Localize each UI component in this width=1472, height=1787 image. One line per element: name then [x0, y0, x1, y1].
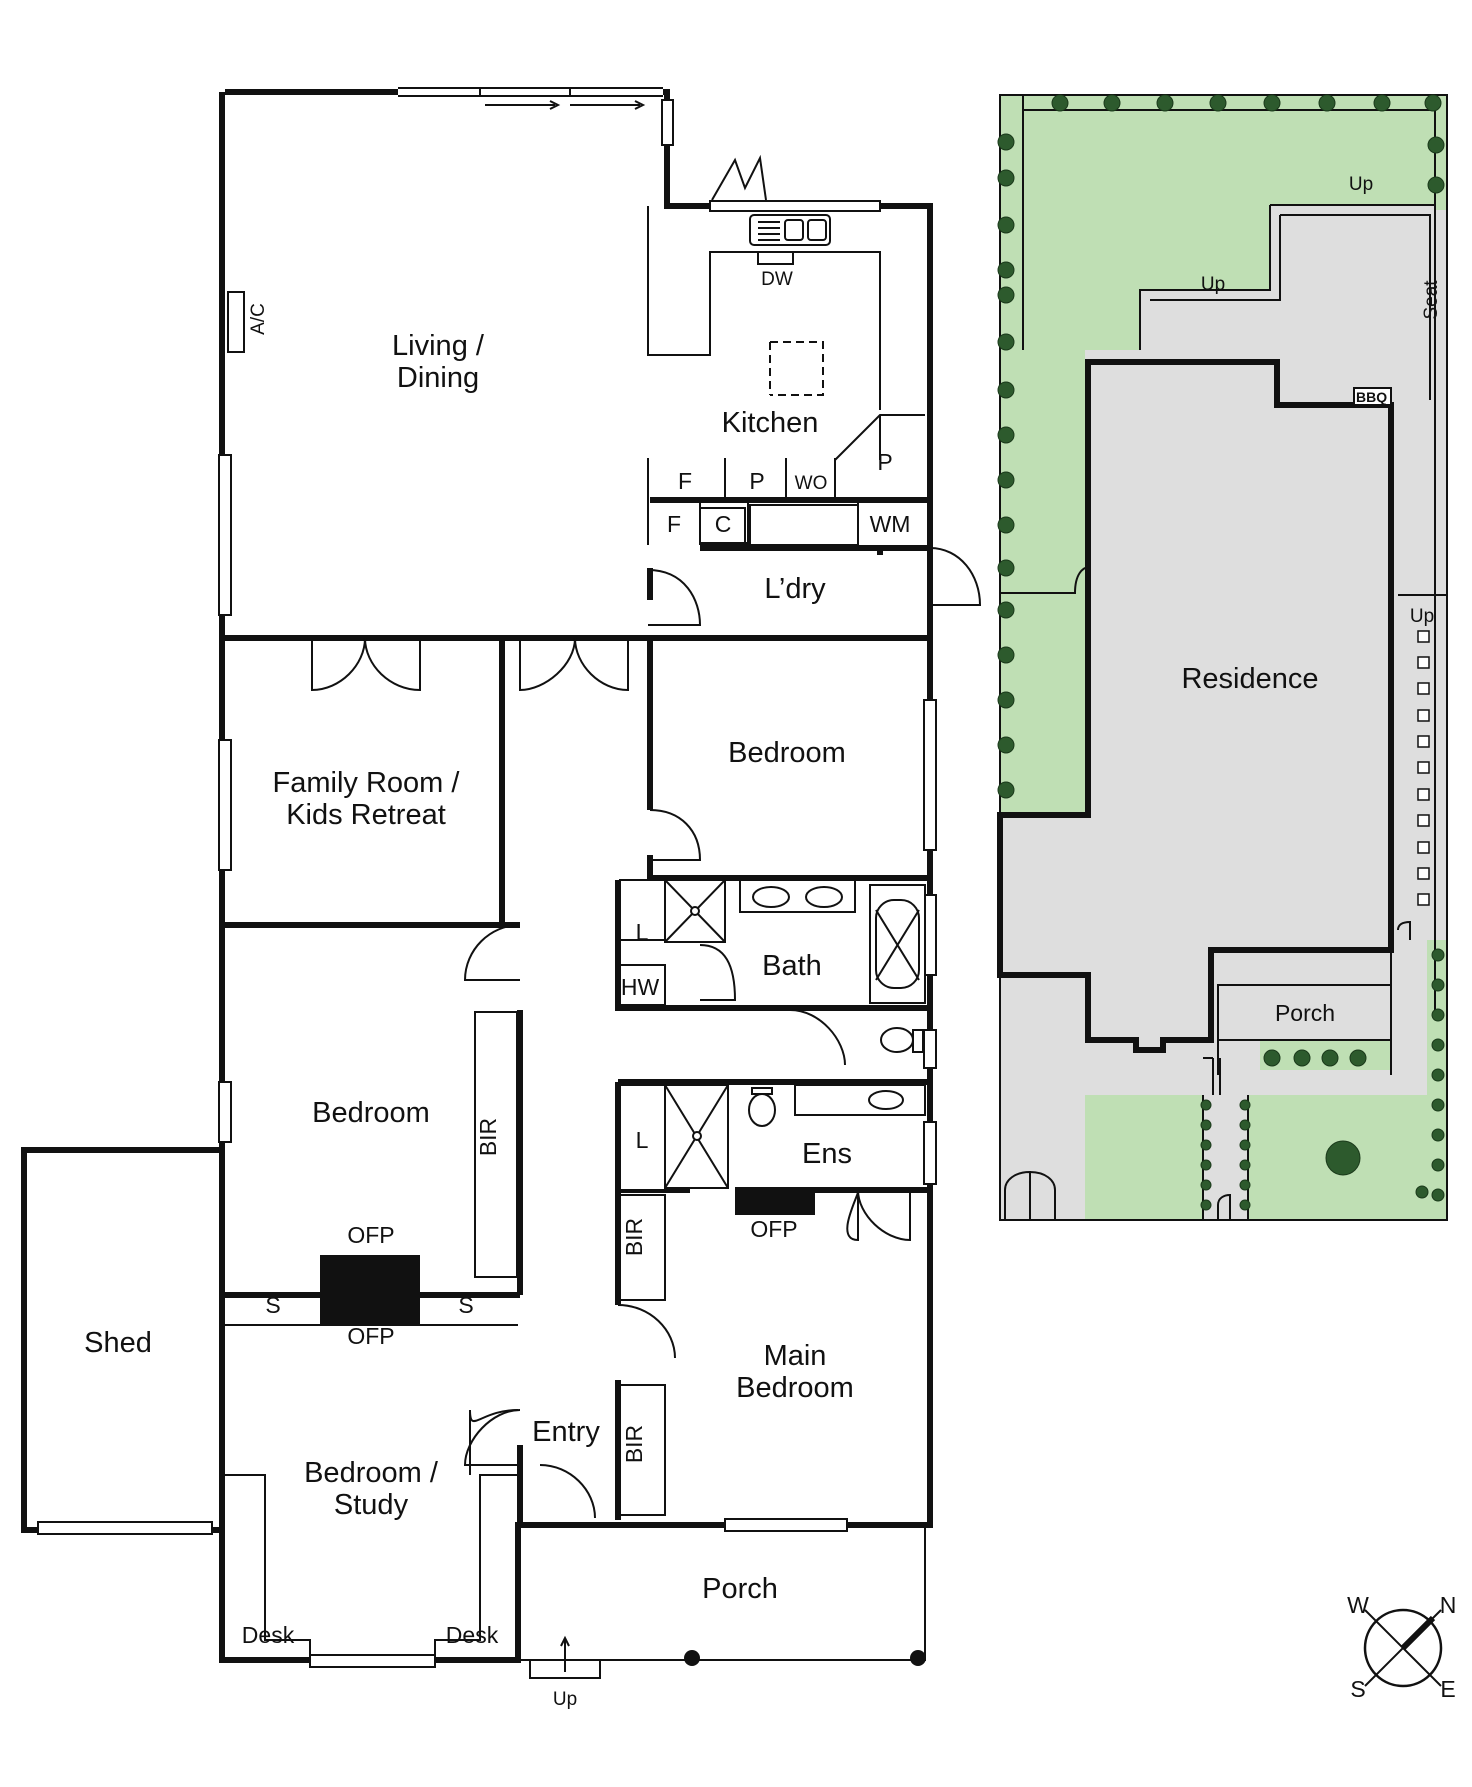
linen-label-1: L: [636, 919, 649, 945]
tree-row-east: [1431, 948, 1445, 1202]
family-room-label: Family Room /: [273, 767, 461, 799]
main-bedroom-label: Bedroom: [736, 1372, 854, 1404]
seat-label: Seat: [1421, 280, 1442, 320]
ofp-label-2: OFP: [347, 1323, 394, 1349]
study-label-2: Study: [334, 1489, 409, 1521]
pantry-label-1: P: [749, 468, 764, 494]
fridge-label-2: F: [667, 511, 681, 537]
up-label-2: Up: [1201, 274, 1225, 295]
main-label: Main: [764, 1340, 827, 1372]
door-arcs: [311, 547, 982, 1519]
tree-row-west: [997, 133, 1015, 799]
entry-label: Entry: [532, 1416, 600, 1448]
hedge-front: [1200, 1049, 1429, 1211]
compass-e: E: [1440, 1676, 1455, 1702]
deck-inner: [1150, 214, 1431, 400]
front-path: [1203, 1057, 1221, 1095]
shed-label: Shed: [84, 1327, 152, 1359]
bir-label-3: BIR: [621, 1425, 647, 1463]
garden-front-left: [1085, 1095, 1203, 1220]
deck-outline: [1139, 204, 1436, 1010]
bifold-door: [711, 154, 767, 201]
porch-label: Porch: [702, 1573, 778, 1605]
side-gate-arc: [1217, 1193, 1231, 1220]
site-plan: BBQ: [997, 94, 1448, 1221]
bedroom-left-label: Bedroom: [312, 1097, 430, 1129]
fireplace-double: [320, 1255, 420, 1325]
windows: [218, 86, 937, 1668]
dining-label: Dining: [397, 362, 479, 394]
hot-water-label: HW: [621, 974, 660, 1000]
ac-label: A/C: [248, 303, 269, 335]
laundry-label: L’dry: [764, 573, 826, 605]
ensuite-label: Ens: [802, 1138, 852, 1170]
study-door: [469, 1409, 519, 1475]
garden-north-west: [1000, 95, 1447, 815]
site-porch-side: [1217, 950, 1392, 1075]
front-path-edges: [1202, 1095, 1249, 1220]
bedroom-right-label: Bedroom: [728, 737, 846, 769]
bath-label: Bath: [762, 950, 822, 982]
site-porch-label: Porch: [1275, 1000, 1335, 1026]
compass: W N S E: [1347, 1592, 1456, 1702]
up-label-front: Up: [553, 1689, 577, 1710]
study-label-1: Bedroom /: [304, 1457, 439, 1489]
residence-label: Residence: [1181, 663, 1318, 695]
compass-north-needle-icon: [1400, 1615, 1436, 1651]
linen-label-2: L: [636, 1127, 649, 1153]
stepping-stones: [1417, 630, 1430, 906]
bir-label-1: BIR: [475, 1118, 501, 1156]
kitchen-label: Kitchen: [722, 407, 819, 439]
ofp-label-1: OFP: [347, 1222, 394, 1248]
up-arrow: [560, 1635, 570, 1672]
washing-machine-label: WM: [870, 511, 911, 537]
bath-fixtures: [474, 879, 926, 1516]
shelf-label-1: S: [265, 1292, 280, 1318]
compass-ring-icon: [1363, 1608, 1443, 1688]
shelf-label-2: S: [458, 1292, 473, 1318]
dw-label: DW: [761, 269, 793, 290]
fireplace-ensuite: [735, 1190, 815, 1215]
bbq-label: BBQ: [1356, 389, 1387, 405]
bbq-box: [1353, 387, 1392, 406]
wall-oven-label: WO: [795, 473, 828, 494]
house-plan: Living / Dining Kitchen L’dry Bedroom Fa…: [21, 86, 982, 1710]
compass-n: N: [1440, 1592, 1457, 1618]
compass-w: W: [1347, 1592, 1369, 1618]
bir-label-2: BIR: [621, 1218, 647, 1256]
pantry-label-2: P: [877, 449, 892, 475]
ofp-label-3: OFP: [750, 1216, 797, 1242]
kitchen-benches: [647, 206, 925, 548]
front-gate-arcs: [1004, 1170, 1056, 1220]
fridge-label-1: F: [678, 468, 692, 494]
east-gate-arc: [1397, 920, 1411, 940]
cupboard-label: C: [715, 511, 732, 537]
porch-post-2: [910, 1650, 926, 1666]
desk-label-2: Desk: [446, 1622, 499, 1648]
kids-retreat-label: Kids Retreat: [286, 799, 446, 831]
up-label-3: Up: [1410, 606, 1434, 627]
study-bay: [225, 1474, 518, 1665]
compass-s: S: [1350, 1676, 1365, 1702]
porch-post-1: [684, 1650, 700, 1666]
desk-label-1: Desk: [242, 1622, 295, 1648]
kitchen-island-dashed: [769, 341, 824, 396]
living-label: Living /: [392, 330, 485, 362]
up-label-1: Up: [1349, 174, 1373, 195]
tree-row-north: [1051, 94, 1445, 194]
ac-unit: [227, 291, 245, 353]
porch-outline: [517, 1525, 926, 1661]
shed-door: [37, 1521, 213, 1535]
